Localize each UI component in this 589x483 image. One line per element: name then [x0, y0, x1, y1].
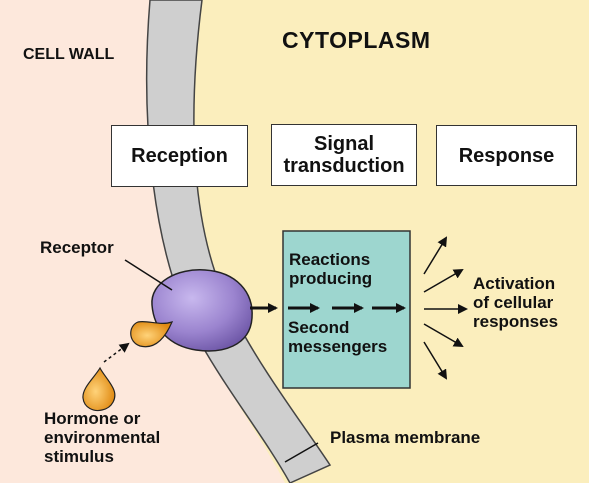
reactions-producing-label: Reactions producing	[289, 250, 373, 289]
second-messengers-label: Second messengers	[288, 318, 388, 357]
response-arrows	[423, 236, 468, 380]
signal-transduction-box: Signal transduction	[271, 124, 417, 186]
response-box: Response	[436, 125, 577, 186]
membrane-pointer-line	[284, 442, 319, 463]
hormone-label: Hormone or environmental stimulus	[44, 409, 161, 467]
hormone-drop	[82, 366, 116, 412]
cytoplasm-label: CYTOPLASM	[282, 27, 431, 53]
cell-wall-label: CELL WALL	[23, 46, 115, 63]
plasma-membrane-label: Plasma membrane	[330, 428, 481, 447]
reception-label: Reception	[131, 145, 228, 167]
signal-transduction-label: Signal transduction	[283, 133, 405, 177]
reception-box: Reception	[111, 125, 248, 187]
receptor-shape	[151, 269, 253, 352]
bound-hormone	[130, 320, 174, 348]
hormone-binding-arrow	[103, 342, 130, 363]
receptor-label: Receptor	[40, 238, 114, 257]
receptor-pointer-line	[124, 259, 173, 291]
activation-label: Activation of cellular responses	[473, 274, 559, 332]
cell-wall-region	[0, 0, 285, 483]
response-label: Response	[458, 144, 555, 167]
